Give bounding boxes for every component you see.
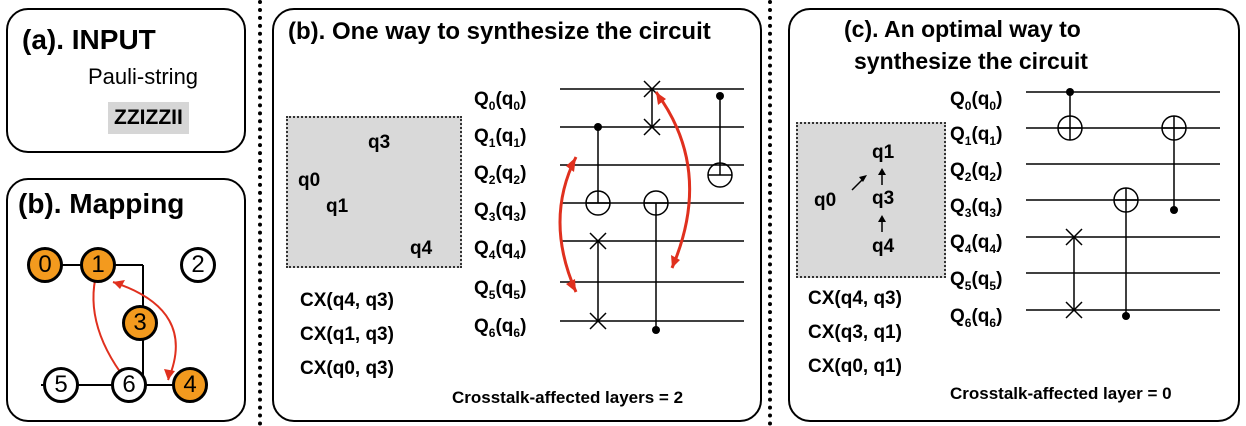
panel-optimal: (c). An optimal way to synthesize the ci… [788,8,1240,422]
graph-arrows [851,168,886,232]
circuit-one-way [558,80,744,334]
panel-one-way-footer: Crosstalk-affected layers = 2 [452,388,684,407]
qubit-label: Q1(q1) [950,124,1003,148]
interaction-graph-box [796,122,946,278]
graph-node-q4: q4 [410,238,433,259]
panel-one-way: (b). One way to synthesize the circuit q… [272,8,762,422]
cx-gate-text: CX(q4, q3) [300,290,394,311]
separator-left [258,0,262,426]
node-5: 5 [43,367,79,403]
panel-optimal-title-line2: synthesize the circuit [854,48,1088,74]
panel-mapping: (b). Mapping 0 1 2 3 5 6 4 [6,178,246,422]
graph-node-q0: q0 [814,190,837,211]
cx-gate-text: CX(q3, q1) [808,322,902,343]
panel-input: (a). INPUT Pauli-string ZZIZZII [6,8,246,153]
qubit-label: Q5(q5) [950,269,1003,293]
graph-node-q3: q3 [368,132,391,153]
qubit-label: Q2(q2) [474,163,527,187]
cx-gate-text: CX(q0, q1) [808,356,902,377]
node-3: 3 [122,305,158,341]
qubit-label: Q3(q3) [950,196,1003,220]
panel-input-title: (a). INPUT [22,24,156,55]
node-1: 1 [80,247,116,283]
qubit-label: Q3(q3) [474,200,527,224]
panel-mapping-title: (b). Mapping [18,188,185,219]
qubit-label: Q2(q2) [950,160,1003,184]
qubit-label: Q1(q1) [474,126,527,150]
panel-optimal-footer: Crosstalk-affected layer = 0 [950,384,1172,403]
pauli-string-label: Pauli-string [88,64,199,89]
qubit-label: Q4(q4) [950,232,1003,256]
graph-node-q0: q0 [298,170,321,191]
panel-one-way-title: (b). One way to synthesize the circuit [288,18,711,45]
qubit-label: Q4(q4) [474,238,527,262]
qubit-label: Q0(q0) [474,89,527,113]
graph-node-q3: q3 [872,188,895,209]
cx-gate-text: CX(q0, q3) [300,358,394,379]
circuit-optimal [1026,88,1220,320]
qubit-label: Q0(q0) [950,89,1003,113]
separator-right [768,0,772,426]
node-4: 4 [172,367,208,403]
qubit-label: Q5(q5) [474,278,527,302]
node-2: 2 [180,247,216,283]
pauli-string-value: ZZIZZII [108,102,189,134]
graph-node-q4: q4 [872,236,895,257]
qubit-label: Q6(q6) [950,306,1003,330]
cx-gate-text: CX(q4, q3) [808,288,902,309]
qubit-label: Q6(q6) [474,316,527,340]
graph-node-q1: q1 [872,142,895,163]
node-6: 6 [111,367,147,403]
graph-node-q1: q1 [326,196,349,217]
interaction-graph-box [286,116,462,268]
cx-gate-text: CX(q1, q3) [300,324,394,345]
panel-optimal-title-line1: (c). An optimal way to [844,16,1081,42]
node-0: 0 [27,247,63,283]
